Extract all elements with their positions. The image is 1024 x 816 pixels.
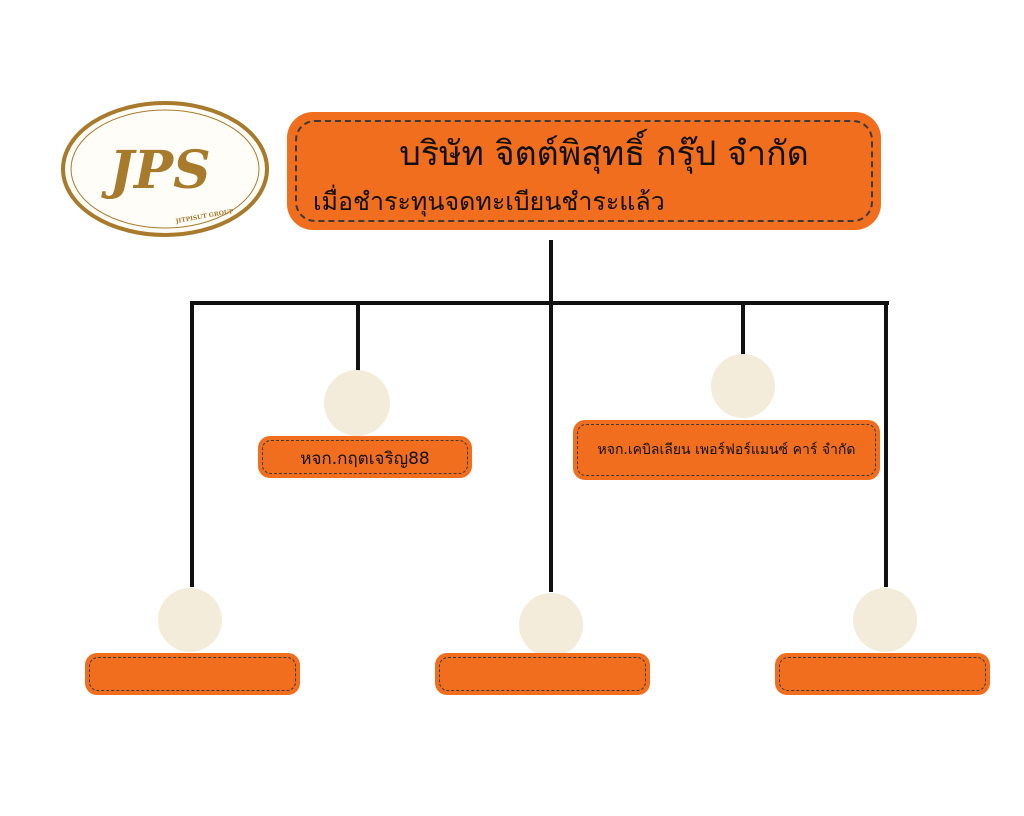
connector-trunk — [549, 240, 553, 592]
connector-branch-2 — [741, 301, 745, 356]
child-box-4 — [435, 653, 650, 695]
avatar-placeholder-2 — [711, 354, 775, 418]
child-box-5 — [775, 653, 990, 695]
root-company-box: บริษัท จิตต์พิสุทธิ์ กรุ๊ป จำกัด เมื่อชำ… — [287, 112, 881, 230]
avatar-placeholder-1 — [324, 370, 390, 436]
root-subtitle: เมื่อชำระทุนจดทะเบียนชำระแล้ว — [313, 187, 665, 216]
svg-text:JPS: JPS — [100, 140, 210, 201]
connector-branch-3 — [190, 301, 194, 587]
child-box-2: หจก.เคบิลเลียน เพอร์ฟอร์แมนซ์ คาร์ จำกัด — [573, 420, 880, 480]
child-box-1: หจก.กฤตเจริญ88 — [258, 436, 472, 478]
child-label: หจก.กฤตเจริญ88 — [300, 449, 430, 469]
connector-horizontal — [190, 301, 889, 305]
child-label: หจก.เคบิลเลียน เพอร์ฟอร์แมนซ์ คาร์ จำกัด — [597, 442, 856, 458]
avatar-placeholder-5 — [853, 588, 917, 652]
connector-branch-1 — [356, 301, 360, 373]
root-title: บริษัท จิตต์พิสุทธิ์ กรุ๊ป จำกัด — [399, 134, 809, 174]
child-box-3 — [85, 653, 300, 695]
jps-logo: JPS JITPISUT GROUP — [61, 101, 269, 237]
avatar-placeholder-3 — [158, 588, 222, 652]
avatar-placeholder-4 — [519, 593, 583, 657]
connector-branch-5 — [884, 301, 888, 587]
